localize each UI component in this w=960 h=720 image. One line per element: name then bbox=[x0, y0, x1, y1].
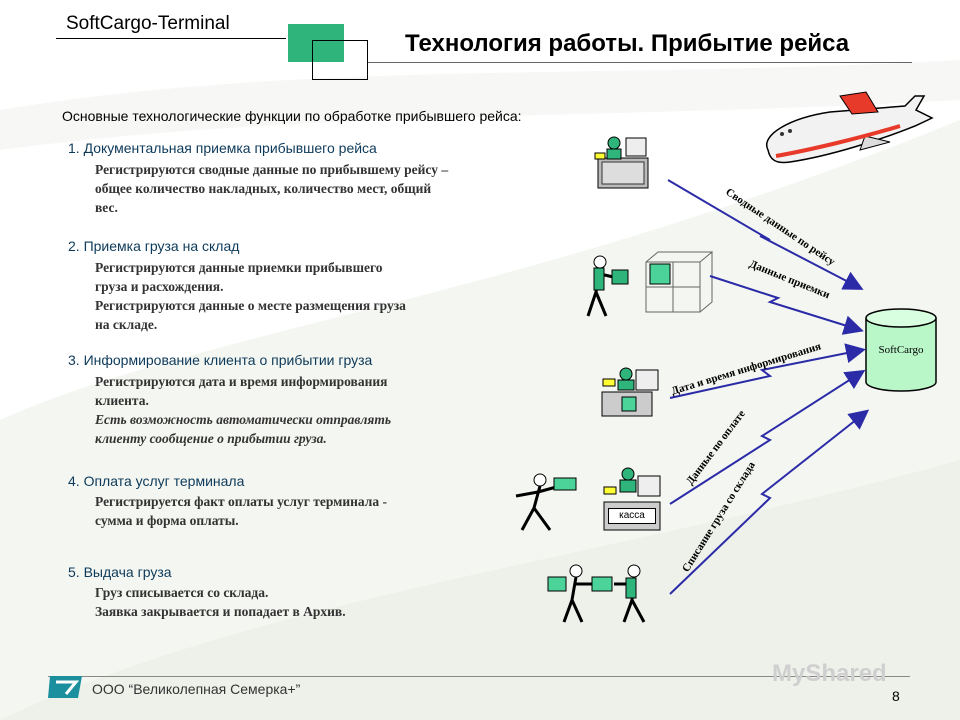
header-divider bbox=[368, 62, 912, 63]
airplane-icon bbox=[765, 91, 934, 164]
warehouse-shelves-icon bbox=[645, 251, 714, 313]
step-4-line: сумма и форма оплаты. bbox=[95, 513, 239, 528]
arrow-writeoff bbox=[669, 409, 870, 595]
arrow-informing bbox=[669, 343, 866, 399]
outline-square bbox=[312, 40, 368, 80]
informing-desk-icon bbox=[601, 367, 659, 417]
step-4-title: 4. Оплата услуг терминала bbox=[68, 473, 245, 489]
arrow-payment bbox=[669, 369, 866, 505]
company-logo-icon bbox=[48, 676, 82, 698]
step-3-line: Регистрируются дата и время информирован… bbox=[95, 374, 388, 389]
step-1-line: Регистрируются сводные данные по прибывш… bbox=[95, 162, 449, 177]
app-title: SoftCargo-Terminal bbox=[66, 13, 230, 34]
page-title: Технология работы. Прибытие рейса bbox=[405, 30, 850, 57]
step-2-description: Регистрируются данные приемки прибывшего… bbox=[95, 258, 515, 334]
accent-square bbox=[288, 24, 344, 62]
step-2-title: 2. Приемка груза на склад bbox=[68, 238, 240, 254]
step-1-description: Регистрируются сводные данные по прибывш… bbox=[95, 160, 515, 217]
step-5-line: Заявка закрывается и попадает в Архив. bbox=[95, 604, 346, 619]
database-label: SoftCargo bbox=[878, 344, 924, 356]
step-3-italic-line: клиенту сообщение о прибытии груза. bbox=[95, 431, 327, 446]
step-2-line: на складе. bbox=[95, 317, 158, 332]
step-1-line: общее количество накладных, количество м… bbox=[95, 181, 432, 196]
step-4-line: Регистрируется факт оплаты услуг термина… bbox=[95, 494, 387, 509]
step-5-line: Груз списывается со склада. bbox=[95, 585, 269, 600]
page-number: 8 bbox=[892, 688, 900, 704]
cargo-release-icon bbox=[547, 564, 646, 623]
payer-icon bbox=[515, 473, 577, 531]
step-3-line: клиента. bbox=[95, 393, 149, 408]
step-3-italic-line: Есть возможность автоматически отправлят… bbox=[95, 412, 392, 427]
title-underline bbox=[56, 38, 286, 39]
database-icon bbox=[865, 308, 937, 392]
step-2-line: Регистрируются данные приемки прибывшего bbox=[95, 260, 383, 275]
step-3-description: Регистрируются дата и время информирован… bbox=[95, 372, 515, 448]
section-heading: Основные технологические функции по обра… bbox=[62, 108, 522, 124]
step-2-line: груза и расхождения. bbox=[95, 279, 224, 294]
step-5-description: Груз списывается со склада. Заявка закры… bbox=[95, 583, 515, 621]
step-3-title: 3. Информирование клиента о прибытии гру… bbox=[68, 352, 373, 368]
company-name: ООО “Великолепная Семерка+” bbox=[92, 681, 301, 697]
step-4-description: Регистрируется факт оплаты услуг термина… bbox=[95, 492, 515, 530]
cash-desk-label: касса bbox=[608, 508, 656, 524]
watermark: MyShared bbox=[772, 660, 887, 687]
step-2-line: Регистрируются данные о месте размещения… bbox=[95, 298, 406, 313]
arrow-acceptance bbox=[709, 275, 864, 335]
step-1-line: вес. bbox=[95, 200, 118, 215]
step-1-title: 1. Документальная приемка прибывшего рей… bbox=[68, 140, 377, 156]
reception-desk-icon bbox=[594, 136, 649, 189]
step-5-title: 5. Выдача груза bbox=[68, 564, 172, 580]
footer-divider bbox=[48, 676, 910, 677]
warehouse-worker-icon bbox=[586, 255, 629, 317]
arrow-flight-summary bbox=[667, 179, 864, 290]
